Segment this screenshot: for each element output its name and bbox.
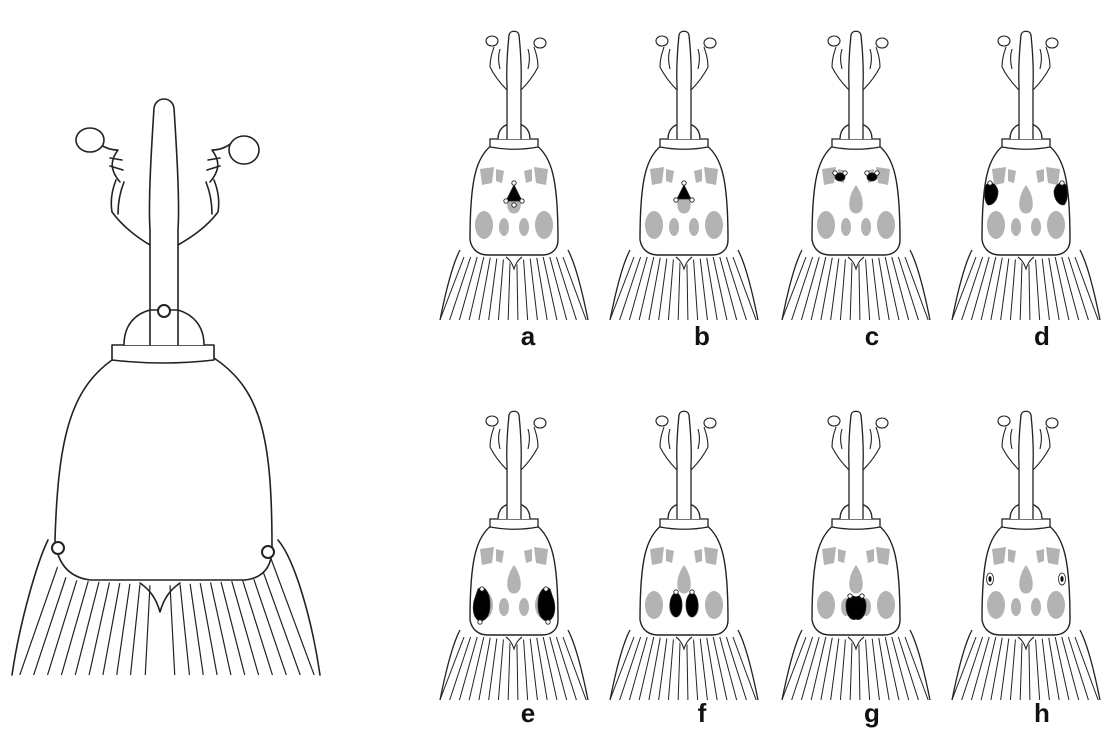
panel-antenna-tip-right	[704, 38, 716, 48]
panel-b	[608, 31, 758, 325]
panel-antenna-right	[521, 47, 538, 90]
panel-label-f: f	[698, 698, 707, 728]
main-pronotum-collar	[112, 345, 214, 363]
panel-antenna-tip-right	[704, 418, 716, 428]
panel-antenna-left	[490, 427, 507, 470]
panel-scutellum	[848, 257, 864, 269]
panel-antenna-left	[832, 47, 849, 90]
panel-scutellum	[506, 257, 522, 269]
panel-antenna-right	[691, 47, 708, 90]
panel-antenna-tip-left	[828, 36, 840, 46]
panel-pronotum-collar	[832, 519, 880, 529]
panel-antenna-tip-left	[486, 416, 498, 426]
panel-black-marks	[846, 594, 866, 620]
panel-antenna-right	[521, 427, 538, 470]
panel-antenna-tip-left	[656, 416, 668, 426]
panel-rostrum	[677, 411, 692, 519]
panel-label-b: b	[694, 321, 710, 351]
panel-pronotum-collar	[660, 139, 708, 149]
panel-scutellum	[506, 637, 522, 649]
panel-antenna-tip-right	[876, 418, 888, 428]
panel-e	[438, 411, 588, 705]
panel-rostrum	[507, 31, 522, 139]
panel-antenna-left	[490, 47, 507, 90]
panel-rostrum	[507, 411, 522, 519]
main-landmark-rostrum	[158, 305, 170, 317]
panel-antenna-right	[1033, 47, 1050, 90]
panel-antenna-left	[832, 427, 849, 470]
panel-pronotum-collar	[1002, 139, 1050, 149]
panel-antenna-tip-right	[1046, 418, 1058, 428]
panel-scutellum	[848, 637, 864, 649]
panel-rostrum	[677, 31, 692, 139]
panel-label-a: a	[521, 321, 536, 351]
panel-antenna-tip-left	[828, 416, 840, 426]
panel-antenna-tip-right	[534, 418, 546, 428]
panel-h	[950, 411, 1100, 705]
panel-antenna-tip-left	[486, 36, 498, 46]
panel-antenna-tip-right	[876, 38, 888, 48]
panel-antenna-right	[691, 427, 708, 470]
main-figure	[12, 99, 320, 680]
panel-pronotum-collar	[1002, 519, 1050, 529]
panel-scutellum	[676, 637, 692, 649]
main-pronotum	[55, 358, 272, 580]
main-antenna-tip-right	[229, 136, 259, 164]
panel-antenna-tip-left	[656, 36, 668, 46]
panel-g	[780, 411, 930, 705]
panel-scutellum	[1018, 637, 1034, 649]
panel-antenna-right	[863, 427, 880, 470]
panel-rostrum	[1019, 31, 1034, 139]
main-landmark-left-shoulder	[52, 542, 64, 554]
panel-antenna-right	[1033, 427, 1050, 470]
panel-antenna-left	[660, 427, 677, 470]
panel-pronotum-collar	[832, 139, 880, 149]
panel-scutellum	[1018, 257, 1034, 269]
panel-scutellum	[676, 257, 692, 269]
panel-antenna-tip-left	[998, 416, 1010, 426]
panel-label-h: h	[1034, 698, 1050, 728]
panel-label-e: e	[521, 698, 535, 728]
pattern-panels: a b c d e f g h	[438, 31, 1100, 728]
panel-a	[438, 31, 588, 325]
panel-c	[780, 31, 930, 325]
panel-rostrum	[849, 31, 864, 139]
panel-f	[608, 411, 758, 705]
panel-antenna-left	[1002, 47, 1019, 90]
panel-pronotum-collar	[490, 519, 538, 529]
main-scutellum	[140, 583, 180, 612]
panel-antenna-tip-right	[534, 38, 546, 48]
panel-label-c: c	[865, 321, 879, 351]
main-landmark-right-shoulder	[262, 546, 274, 558]
panel-antenna-tip-right	[1046, 38, 1058, 48]
panel-label-g: g	[864, 698, 880, 728]
main-antenna-right	[178, 180, 219, 245]
panel-label-d: d	[1034, 321, 1050, 351]
panel-antenna-right	[863, 47, 880, 90]
panel-antenna-left	[1002, 427, 1019, 470]
panel-antenna-tip-left	[998, 36, 1010, 46]
panel-pronotum-collar	[490, 139, 538, 149]
panel-d	[950, 31, 1100, 325]
main-antenna-left	[111, 180, 150, 245]
panel-antenna-left	[660, 47, 677, 90]
panel-rostrum	[849, 411, 864, 519]
panel-pronotum-collar	[660, 519, 708, 529]
panel-rostrum	[1019, 411, 1034, 519]
main-antenna-tip-left	[76, 128, 104, 152]
